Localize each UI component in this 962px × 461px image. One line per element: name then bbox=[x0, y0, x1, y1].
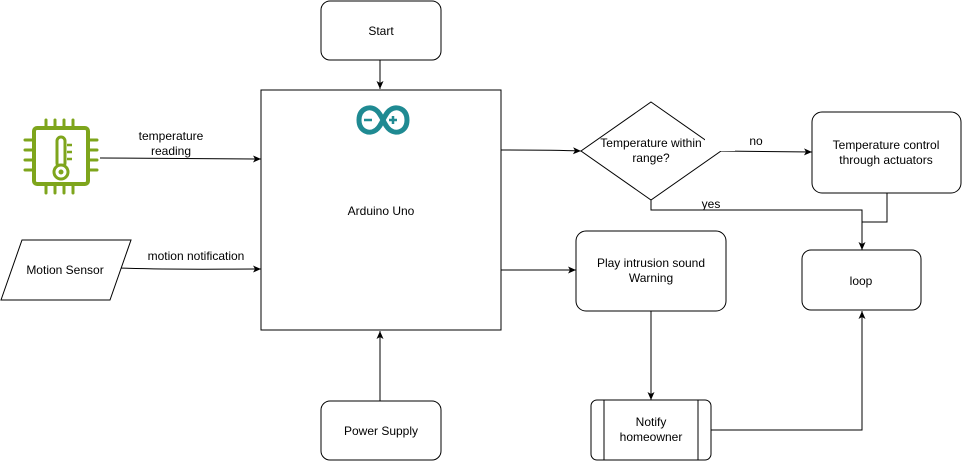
temp-control-label-line2: through actuators bbox=[839, 153, 932, 167]
decision-label-line2: range? bbox=[632, 151, 670, 165]
edge-motion-sensor-to-arduino bbox=[117, 265, 262, 273]
play-sound-label-line1: Play intrusion sound bbox=[597, 256, 705, 270]
start-label: Start bbox=[368, 24, 394, 38]
edge-label-motion-notification: motion notification bbox=[148, 249, 245, 263]
start-node: Start bbox=[320, 0, 442, 61]
temp-control-label-line1: Temperature control bbox=[833, 138, 940, 152]
temp-control-node: Temperature control through actuators bbox=[811, 111, 962, 194]
edge-decision-no-to-temp-control bbox=[718, 148, 813, 156]
motion-sensor-node: Motion Sensor bbox=[0, 239, 132, 301]
edge-label-temperature-reading-line2: reading bbox=[151, 144, 191, 158]
motion-sensor-label: Motion Sensor bbox=[26, 263, 103, 277]
loop-label: loop bbox=[850, 274, 873, 288]
decision-node: Temperature within range? bbox=[580, 101, 722, 201]
notify-node: Notify homeowner bbox=[590, 399, 712, 461]
edge-label-temperature-reading-line1: temperature bbox=[139, 129, 204, 143]
play-sound-node: Play intrusion sound Warning bbox=[575, 230, 727, 312]
thermometer-chip-icon bbox=[23, 118, 99, 195]
edge-label-yes: yes bbox=[702, 197, 721, 211]
edge-temp-sensor-to-arduino bbox=[99, 155, 262, 163]
edge-temp-control-to-loop bbox=[862, 193, 888, 223]
edges bbox=[99, 60, 888, 431]
notify-label-line2: homeowner bbox=[620, 430, 683, 444]
edge-notify-to-loop bbox=[711, 311, 866, 431]
edge-arduino-to-decision bbox=[500, 147, 582, 155]
edge-label-no: no bbox=[749, 134, 763, 148]
arduino-label: Arduino Uno bbox=[348, 204, 415, 218]
power-supply-label: Power Supply bbox=[344, 424, 418, 438]
chip-pins bbox=[23, 118, 99, 195]
loop-node: loop bbox=[801, 249, 922, 311]
arduino-node: Arduino Uno bbox=[260, 89, 502, 331]
play-sound-label-line2: Warning bbox=[629, 271, 673, 285]
power-supply-node: Power Supply bbox=[320, 400, 442, 461]
notify-label-line1: Notify bbox=[636, 415, 667, 429]
arduino-logo-icon bbox=[356, 105, 410, 135]
edge-decision-yes-to-loop bbox=[650, 200, 866, 250]
decision-label-line1: Temperature within bbox=[600, 136, 701, 150]
